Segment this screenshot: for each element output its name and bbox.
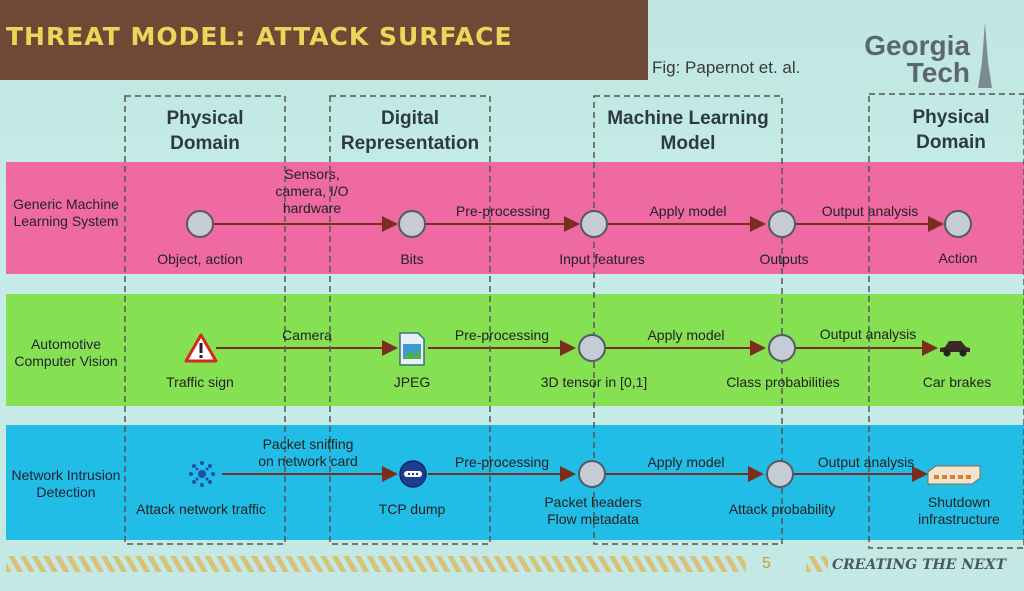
node-label: Packet headers Flow metadata bbox=[544, 494, 642, 527]
footer-stripes bbox=[6, 556, 746, 572]
edge-label-line: Packet sniffing bbox=[262, 436, 354, 452]
node-label: Action bbox=[938, 250, 978, 266]
edge-label-apply-model: Apply model bbox=[647, 327, 725, 343]
footer-stripes-small bbox=[806, 556, 828, 572]
generic-ml-band bbox=[6, 162, 1024, 274]
node-label: Class probabilities bbox=[726, 374, 840, 390]
column-header-line: Representation bbox=[340, 133, 480, 154]
edge-label-preprocessing: Pre-processing bbox=[455, 203, 551, 219]
node-label: Input features bbox=[559, 251, 645, 267]
footer-tagline: CREATING THE NEXT bbox=[832, 557, 1007, 573]
tech-tower-icon bbox=[978, 22, 992, 88]
node-object-action bbox=[186, 210, 214, 238]
slide-title: THREAT MODEL: ATTACK SURFACE bbox=[6, 22, 513, 51]
network-traffic-icon bbox=[189, 461, 215, 487]
row-label-line: Automotive bbox=[30, 336, 102, 352]
node-3d-tensor bbox=[578, 334, 606, 362]
node-label: Traffic sign bbox=[166, 374, 234, 390]
row-label-automotive: Automotive Computer Vision bbox=[6, 336, 126, 370]
network-band bbox=[6, 425, 1024, 540]
car-icon bbox=[940, 341, 970, 357]
figure-caption: Fig: Papernot et. al. bbox=[652, 58, 801, 77]
column-header-physical-input: Physical Domain bbox=[130, 106, 280, 156]
edge-label-line: camera, I/O bbox=[275, 183, 349, 199]
node-label: Shutdown infrastructure bbox=[918, 494, 1000, 527]
warning-triangle-icon bbox=[184, 333, 218, 363]
edge-label-line: on network card bbox=[258, 453, 358, 469]
row-label-line: Network Intrusion bbox=[11, 467, 121, 483]
logo-line-1: Georgia bbox=[864, 30, 970, 61]
row-label-line: Detection bbox=[36, 484, 96, 500]
title-bar: THREAT MODEL: ATTACK SURFACE bbox=[0, 0, 648, 80]
column-header-line: Physical bbox=[912, 107, 990, 128]
row-label-network: Network Intrusion Detection bbox=[6, 467, 126, 501]
column-header-physical-output: Physical Domain bbox=[876, 105, 1024, 155]
node-outputs bbox=[768, 210, 796, 238]
row-label-line: Generic Machine bbox=[13, 196, 119, 212]
column-header-line: Physical bbox=[166, 108, 244, 129]
edge-label-sensors: Sensors, camera, I/O hardware bbox=[262, 166, 362, 217]
automotive-band bbox=[6, 294, 1024, 406]
node-label: Object, action bbox=[157, 251, 243, 267]
node-label: TCP dump bbox=[378, 501, 446, 517]
node-class-probabilities bbox=[768, 334, 796, 362]
column-header-line: Domain bbox=[916, 132, 986, 153]
node-label: Attack probability bbox=[728, 501, 836, 517]
edge-label-camera: Camera bbox=[282, 327, 332, 343]
node-action bbox=[944, 210, 972, 238]
node-label: Bits bbox=[400, 251, 424, 267]
edge-label-line: Sensors, bbox=[284, 166, 340, 182]
edge-label-apply-model: Apply model bbox=[649, 203, 727, 219]
column-header-line: Digital bbox=[380, 108, 440, 129]
edge-label-output-analysis: Output analysis bbox=[821, 203, 919, 219]
column-header-line: Domain bbox=[170, 133, 240, 154]
edge-label-output-analysis: Output analysis bbox=[817, 454, 915, 470]
node-bits bbox=[398, 210, 426, 238]
georgia-tech-logo: Georgia Tech bbox=[840, 30, 970, 88]
jpeg-file-icon bbox=[399, 332, 425, 366]
edge-label-preprocessing: Pre-processing bbox=[454, 327, 550, 343]
edge-label-output-analysis: Output analysis bbox=[819, 326, 917, 342]
row-label-line: Learning System bbox=[13, 213, 119, 229]
logo-line-2: Tech bbox=[906, 57, 970, 88]
node-label: Outputs bbox=[759, 251, 809, 267]
node-label: 3D tensor in [0,1] bbox=[540, 374, 648, 390]
column-header-line: Machine Learning bbox=[607, 108, 769, 129]
row-label-line: Computer Vision bbox=[14, 353, 118, 369]
node-label: JPEG bbox=[393, 374, 431, 390]
row-label-generic: Generic Machine Learning System bbox=[6, 196, 126, 230]
network-switch-icon bbox=[927, 465, 981, 485]
node-label: Car brakes bbox=[922, 374, 992, 390]
edge-label-line: hardware bbox=[282, 200, 342, 216]
node-label: Attack network traffic bbox=[136, 501, 266, 517]
edge-label-preprocessing: Pre-processing bbox=[454, 454, 550, 470]
node-attack-probability bbox=[766, 460, 794, 488]
column-header-digital: Digital Representation bbox=[330, 106, 490, 156]
node-input-features bbox=[580, 210, 608, 238]
node-packet-headers bbox=[578, 460, 606, 488]
tcp-dump-icon bbox=[399, 460, 427, 488]
edge-label-apply-model: Apply model bbox=[647, 454, 725, 470]
column-header-line: Model bbox=[660, 133, 716, 154]
edge-label-packet-sniffing: Packet sniffing on network card bbox=[246, 436, 370, 470]
page-number: 5 bbox=[762, 555, 771, 572]
column-header-ml-model: Machine Learning Model bbox=[594, 106, 782, 156]
